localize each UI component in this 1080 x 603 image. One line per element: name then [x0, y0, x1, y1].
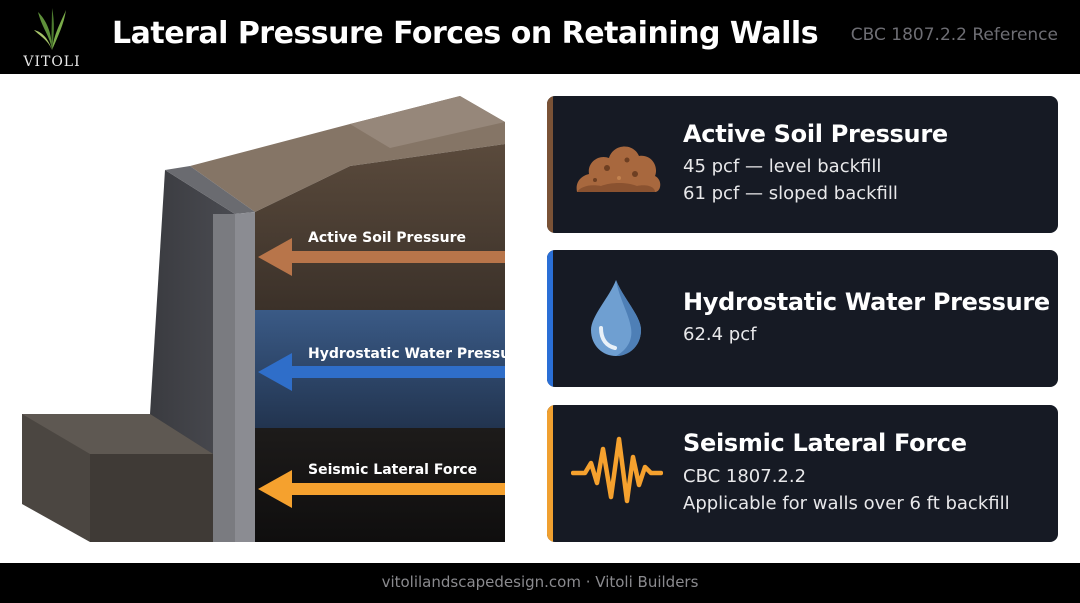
water-drop-icon [587, 278, 645, 362]
logo-wordmark: VITOLI [23, 54, 81, 70]
card-hydrostatic: Hydrostatic Water Pressure 62.4 pcf [547, 250, 1058, 387]
card-seismic: Seismic Lateral Force CBC 1807.2.2 Appli… [547, 405, 1058, 542]
card-active-soil: Active Soil Pressure 45 pcf — level back… [547, 96, 1058, 233]
hydrostatic-arrow [258, 353, 505, 391]
seismic-label: Seismic Lateral Force [308, 462, 478, 478]
seismic-arrow [258, 470, 505, 508]
leaf-logo-icon [34, 8, 66, 50]
header-bar: VITOLI Lateral Pressure Forces on Retain… [0, 0, 1080, 74]
page-title: Lateral Pressure Forces on Retaining Wal… [112, 16, 819, 51]
card-title-water: Hydrostatic Water Pressure [683, 288, 1050, 316]
hydrostatic-label: Hydrostatic Water Pressure [308, 346, 527, 362]
soil-pile-icon [571, 138, 663, 200]
card-accent-water [547, 250, 553, 387]
retaining-wall-illustration: Active Soil Pressure Hydrostatic Water P… [0, 74, 527, 564]
footer-credit: vitolilandscapedesign.com · Vitoli Build… [381, 573, 699, 591]
card-line-water-1: 62.4 pcf [683, 324, 757, 345]
vitoli-logo: VITOLI [16, 4, 88, 70]
card-line-seismic-1: CBC 1807.2.2 [683, 466, 807, 487]
card-accent-soil [547, 96, 553, 233]
card-line-soil-1: 45 pcf — level backfill [683, 156, 882, 177]
wall-front-face [235, 212, 255, 542]
active-soil-arrow [258, 238, 505, 276]
card-line-soil-2: 61 pcf — sloped backfill [683, 183, 898, 204]
footing-top [22, 414, 213, 454]
footer-bar: vitolilandscapedesign.com · Vitoli Build… [0, 563, 1080, 603]
card-line-seismic-2: Applicable for walls over 6 ft backfill [683, 493, 1010, 514]
card-title-seismic: Seismic Lateral Force [683, 429, 967, 457]
seismic-wave-icon [570, 435, 664, 511]
code-reference: CBC 1807.2.2 Reference [850, 25, 1058, 45]
backfill-slope-highlight [350, 96, 505, 148]
active-soil-label: Active Soil Pressure [308, 230, 466, 246]
card-title-soil: Active Soil Pressure [683, 120, 948, 148]
footing-front [90, 454, 213, 542]
soil-layer [255, 144, 505, 310]
wall-top-cap [165, 166, 255, 214]
wall-stem [213, 214, 235, 542]
wall-cross-section [22, 96, 505, 542]
card-accent-seismic [547, 405, 553, 542]
